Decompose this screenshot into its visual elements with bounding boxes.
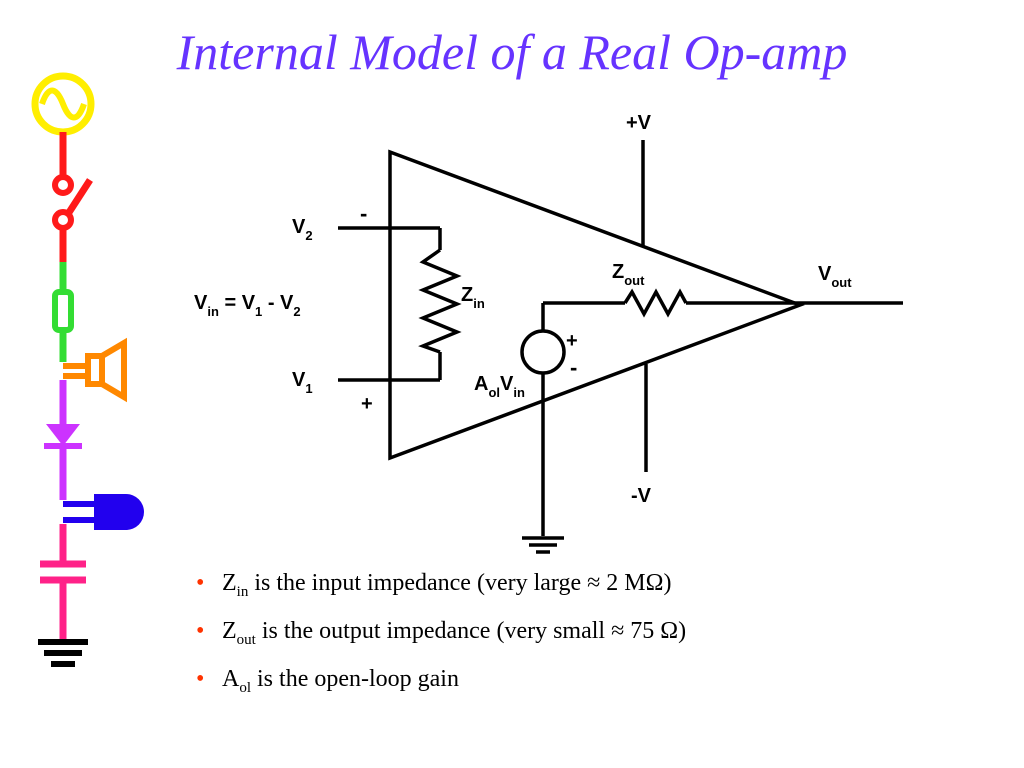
opamp-triangle — [388, 149, 806, 461]
noninverting-input-sign: + — [361, 393, 373, 415]
supply-neg-label: -V — [631, 485, 652, 507]
zout-label: Zout — [612, 261, 645, 288]
bullet-list: •Zin is the input impedance (very large … — [196, 568, 686, 712]
source-gain-label: AolVin — [474, 373, 525, 400]
slide-title: Internal Model of a Real Op-amp — [176, 24, 848, 80]
vin-equation: Vin = V1 - V2 — [194, 292, 301, 319]
bullet-item-aol: •Aol is the open-loop gain — [196, 666, 459, 696]
v2-label: V2 — [292, 216, 313, 243]
zin-resistor — [418, 248, 462, 354]
v1-label: V1 — [292, 369, 313, 396]
fuse-icon — [52, 262, 74, 362]
switch-icon — [52, 132, 93, 262]
vout-label: Vout — [818, 263, 852, 290]
ground-icon — [38, 639, 88, 667]
bullet-item-zout: •Zout is the output impedance (very smal… — [196, 618, 687, 648]
inverting-input-sign: - — [360, 201, 367, 226]
aol-source — [520, 329, 566, 375]
bullet-dot: • — [196, 570, 205, 596]
diode-icon — [44, 380, 82, 500]
bullet-dot: • — [196, 618, 205, 644]
lamp-icon — [63, 494, 144, 530]
supply-pos-label: +V — [626, 112, 652, 134]
decorative-circuit-strip — [31, 72, 144, 667]
zout-resistor — [623, 288, 688, 318]
zin-label: Zin — [461, 284, 485, 311]
bullet-item-zin: •Zin is the input impedance (very large … — [196, 570, 672, 600]
source-plus-sign: + — [566, 330, 578, 352]
bullet-dot: • — [196, 666, 205, 692]
capacitor-icon — [40, 524, 86, 640]
speaker-icon — [63, 337, 127, 403]
source-minus-sign: - — [570, 355, 577, 380]
